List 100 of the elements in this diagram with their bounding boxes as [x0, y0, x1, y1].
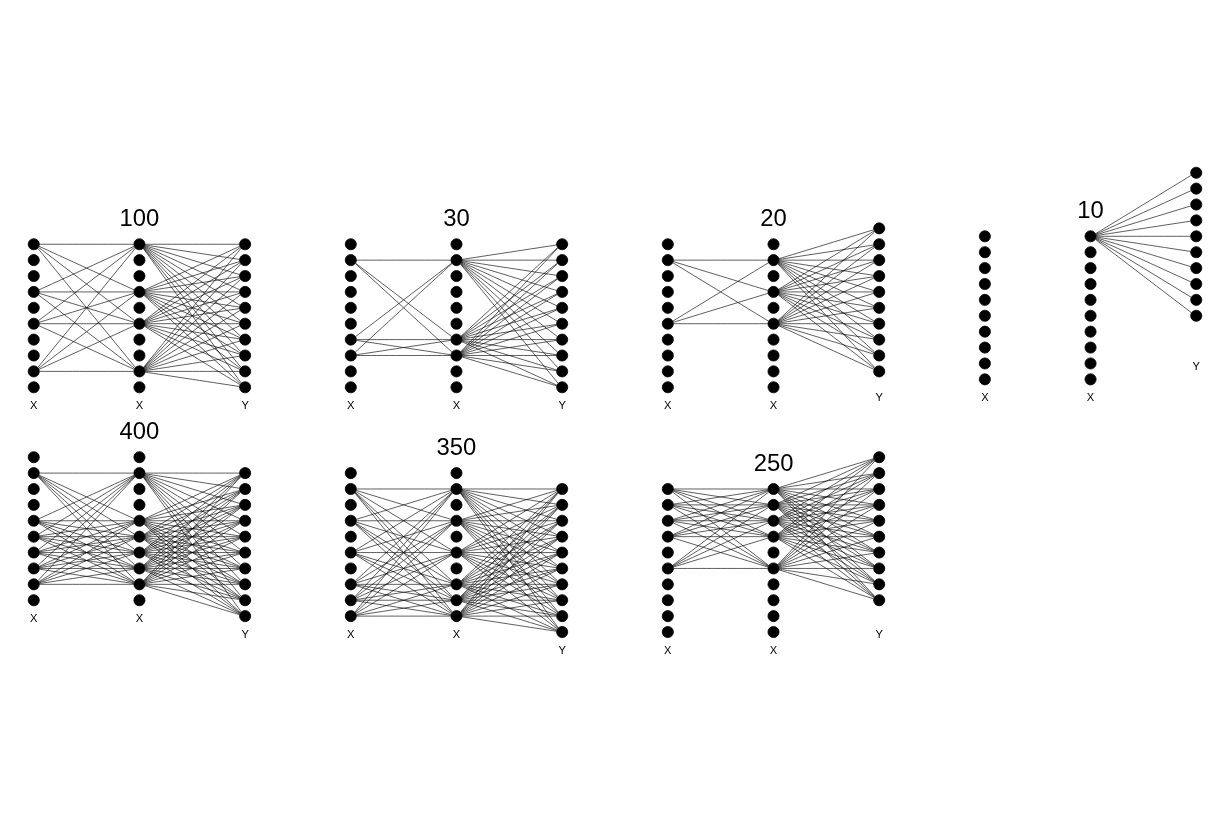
label: X: [664, 644, 672, 657]
node-circle: [873, 270, 886, 282]
connector: [778, 490, 875, 535]
node-circle: [133, 562, 146, 575]
connector: [144, 371, 240, 387]
node-circle: [767, 365, 780, 378]
node-circle: [767, 498, 780, 511]
connector: [39, 552, 135, 569]
label: X: [981, 391, 989, 404]
connector: [461, 308, 557, 339]
node-circle: [344, 562, 357, 575]
node-circle: [1190, 293, 1203, 306]
node-circle: [873, 222, 886, 235]
node-circle: [556, 301, 569, 314]
node-circle: [344, 578, 357, 591]
node-circle: [133, 514, 146, 527]
node-circle: [1190, 182, 1203, 195]
node-circle: [27, 333, 40, 346]
node-circle: [239, 349, 252, 362]
node-circle: [556, 333, 569, 346]
connector: [1095, 239, 1192, 314]
label: X: [664, 399, 672, 412]
node-circle: [873, 333, 886, 346]
node-circle: [873, 301, 886, 314]
connector: [38, 522, 135, 567]
connector: [1095, 237, 1191, 267]
node-circle: [978, 341, 991, 354]
node-circle: [239, 578, 252, 591]
connector: [672, 262, 769, 322]
node-circle: [978, 309, 991, 322]
connector: [144, 506, 240, 536]
connector: [356, 488, 452, 490]
node-circle: [767, 317, 780, 330]
connector: [778, 489, 874, 505]
node-circle: [556, 381, 569, 394]
connector: [461, 601, 557, 631]
connector: [355, 554, 452, 614]
node-circle: [450, 483, 463, 495]
connector: [144, 324, 240, 340]
node-circle: [1190, 246, 1203, 259]
node-circle: [873, 365, 886, 378]
connector: [461, 309, 558, 354]
node-circle: [133, 285, 146, 298]
connector: [778, 325, 875, 370]
node-circle: [344, 498, 357, 511]
node-circle: [767, 270, 780, 282]
node-circle: [556, 626, 569, 638]
node-circle: [450, 381, 463, 394]
connector: [144, 536, 240, 537]
connector: [143, 294, 241, 369]
node-circle: [133, 270, 146, 282]
connector: [672, 490, 769, 535]
node-circle: [661, 483, 674, 495]
connector: [461, 570, 558, 615]
node-circle: [27, 381, 40, 394]
node-circle: [873, 254, 886, 267]
connector: [38, 325, 135, 370]
node-circle: [450, 562, 463, 575]
node-circle: [661, 301, 674, 314]
node-circle: [873, 285, 886, 298]
node-circle: [239, 270, 252, 282]
node-circle: [133, 498, 146, 511]
connector: [777, 492, 876, 597]
connector: [461, 244, 557, 260]
node-circle: [1084, 246, 1097, 259]
connector: [1095, 175, 1192, 235]
connector: [461, 552, 557, 569]
node-circle: [556, 514, 569, 527]
connector: [461, 324, 557, 355]
connector: [38, 246, 135, 291]
connector: [144, 293, 240, 323]
label: 100: [119, 204, 160, 232]
node-circle: [27, 285, 40, 298]
node-circle: [767, 514, 780, 527]
node-circle: [556, 562, 569, 575]
connector: [39, 568, 134, 569]
connector: [777, 491, 875, 566]
connector: [672, 522, 769, 567]
connector: [144, 584, 240, 600]
node-circle: [239, 483, 252, 495]
connector: [143, 523, 241, 598]
node-circle: [344, 546, 357, 559]
connector: [461, 506, 558, 551]
connector: [356, 584, 452, 585]
label: Y: [241, 399, 249, 412]
label: X: [30, 399, 38, 412]
node-circle: [450, 467, 463, 480]
connector: [144, 474, 240, 504]
connector: [461, 568, 557, 584]
connector: [460, 278, 558, 353]
connector: [461, 616, 557, 632]
node-circle: [450, 610, 463, 623]
node-circle: [239, 514, 252, 527]
connector: [356, 259, 452, 261]
node-circle: [978, 373, 991, 386]
connector: [779, 520, 874, 522]
connector: [461, 261, 557, 291]
connector: [460, 507, 558, 582]
connector: [777, 523, 875, 598]
connector: [144, 585, 240, 615]
